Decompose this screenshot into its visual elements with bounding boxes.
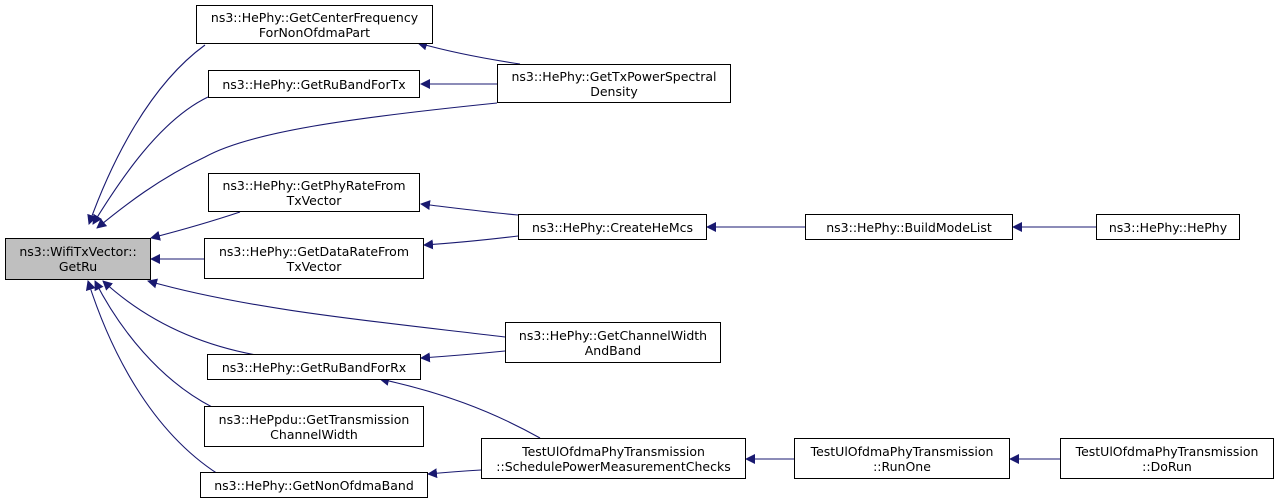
node-root[interactable]: ns3::WifiTxVector:: GetRu bbox=[5, 238, 151, 280]
node-label: ::RunOne bbox=[873, 458, 931, 474]
node-get-channel-width-and-band[interactable]: ns3::HePhy::GetChannelWidth AndBand bbox=[505, 322, 721, 363]
node-get-ru-band-for-tx[interactable]: ns3::HePhy::GetRuBandForTx bbox=[208, 70, 420, 98]
node-schedule-power-measurement-checks[interactable]: TestUlOfdmaPhyTransmission ::SchedulePow… bbox=[481, 438, 746, 479]
node-he-phy[interactable]: ns3::HePhy::HePhy bbox=[1096, 214, 1240, 240]
node-label: ChannelWidth bbox=[270, 426, 358, 442]
edge-ru-band-for-tx-to-root bbox=[92, 96, 209, 225]
node-label: ::DoRun bbox=[1142, 458, 1192, 474]
node-label: ns3::HePhy::GetChannelWidth bbox=[518, 327, 708, 343]
node-label: ns3::HePhy::GetRuBandForRx bbox=[221, 359, 407, 375]
edge-schedule-to-ru-band-for-rx bbox=[379, 376, 541, 439]
node-label: ns3::WifiTxVector:: bbox=[19, 244, 137, 259]
node-build-mode-list[interactable]: ns3::HePhy::BuildModeList bbox=[805, 214, 1013, 240]
edge-tx-power-to-root bbox=[96, 102, 498, 229]
edge-phy-rate-to-root bbox=[150, 211, 241, 241]
node-get-transmission-channel-width[interactable]: ns3::HePpdu::GetTransmission ChannelWidt… bbox=[204, 406, 424, 447]
edge-transmission-cw-to-root bbox=[94, 280, 213, 408]
node-label: ns3::HePhy::CreateHeMcs bbox=[531, 219, 694, 235]
node-get-data-rate-from-txvector[interactable]: ns3::HePhy::GetDataRateFrom TxVector bbox=[204, 238, 424, 279]
node-get-tx-power-spectral-density[interactable]: ns3::HePhy::GetTxPowerSpectral Density bbox=[497, 64, 731, 103]
node-get-ru-band-for-rx[interactable]: ns3::HePhy::GetRuBandForRx bbox=[207, 354, 421, 380]
edge-schedule-to-non-ofdma-band bbox=[427, 468, 482, 479]
node-label: TestUlOfdmaPhyTransmission bbox=[810, 443, 994, 459]
edge-center-frequency-to-root bbox=[87, 44, 206, 225]
node-label: ns3::HePhy::GetPhyRateFrom bbox=[222, 177, 406, 193]
node-label: TestUlOfdmaPhyTransmission bbox=[1075, 443, 1259, 459]
node-label: ns3::HePhy::GetCenterFrequency bbox=[210, 9, 419, 25]
edge-tx-power-to-center-frequency bbox=[417, 40, 521, 65]
node-label: ns3::HePpdu::GetTransmission bbox=[218, 411, 410, 427]
node-label: ::SchedulePowerMeasurementChecks bbox=[496, 458, 731, 474]
node-get-center-frequency[interactable]: ns3::HePhy::GetCenterFrequency ForNonOfd… bbox=[196, 5, 433, 44]
node-label: ForNonOfdmaPart bbox=[258, 24, 371, 40]
node-label: TxVector bbox=[286, 192, 342, 208]
node-label: ns3::HePhy::GetDataRateFrom bbox=[218, 243, 410, 259]
node-label: TxVector bbox=[286, 258, 342, 274]
node-run-one[interactable]: TestUlOfdmaPhyTransmission ::RunOne bbox=[794, 438, 1010, 479]
edge-ru-band-for-rx-to-root bbox=[102, 280, 263, 357]
edge-channel-width-to-root bbox=[147, 278, 506, 338]
node-label: TestUlOfdmaPhyTransmission bbox=[522, 443, 705, 459]
node-label: ns3::HePhy::GetRuBandForTx bbox=[222, 76, 406, 92]
node-label: AndBand bbox=[584, 342, 642, 358]
node-get-non-ofdma-band[interactable]: ns3::HePhy::GetNonOfdmaBand bbox=[200, 472, 428, 498]
node-label: GetRu bbox=[58, 259, 98, 274]
edge-channel-width-to-ru-band-for-rx bbox=[420, 350, 506, 363]
node-create-he-mcs[interactable]: ns3::HePhy::CreateHeMcs bbox=[518, 214, 707, 240]
node-get-phy-rate-from-txvector[interactable]: ns3::HePhy::GetPhyRateFrom TxVector bbox=[208, 173, 420, 212]
node-label: ns3::HePhy::BuildModeList bbox=[826, 219, 992, 235]
node-label: ns3::HePhy::GetTxPowerSpectral bbox=[511, 68, 717, 84]
node-label: ns3::HePhy::HePhy bbox=[1108, 219, 1228, 235]
edge-non-ofdma-band-to-root bbox=[85, 280, 219, 475]
edge-create-he-mcs-to-data-rate bbox=[423, 235, 519, 250]
edge-create-he-mcs-to-phy-rate bbox=[420, 200, 519, 216]
node-label: ns3::HePhy::GetNonOfdmaBand bbox=[214, 477, 414, 493]
node-label: Density bbox=[590, 83, 638, 99]
node-do-run[interactable]: TestUlOfdmaPhyTransmission ::DoRun bbox=[1060, 438, 1274, 479]
